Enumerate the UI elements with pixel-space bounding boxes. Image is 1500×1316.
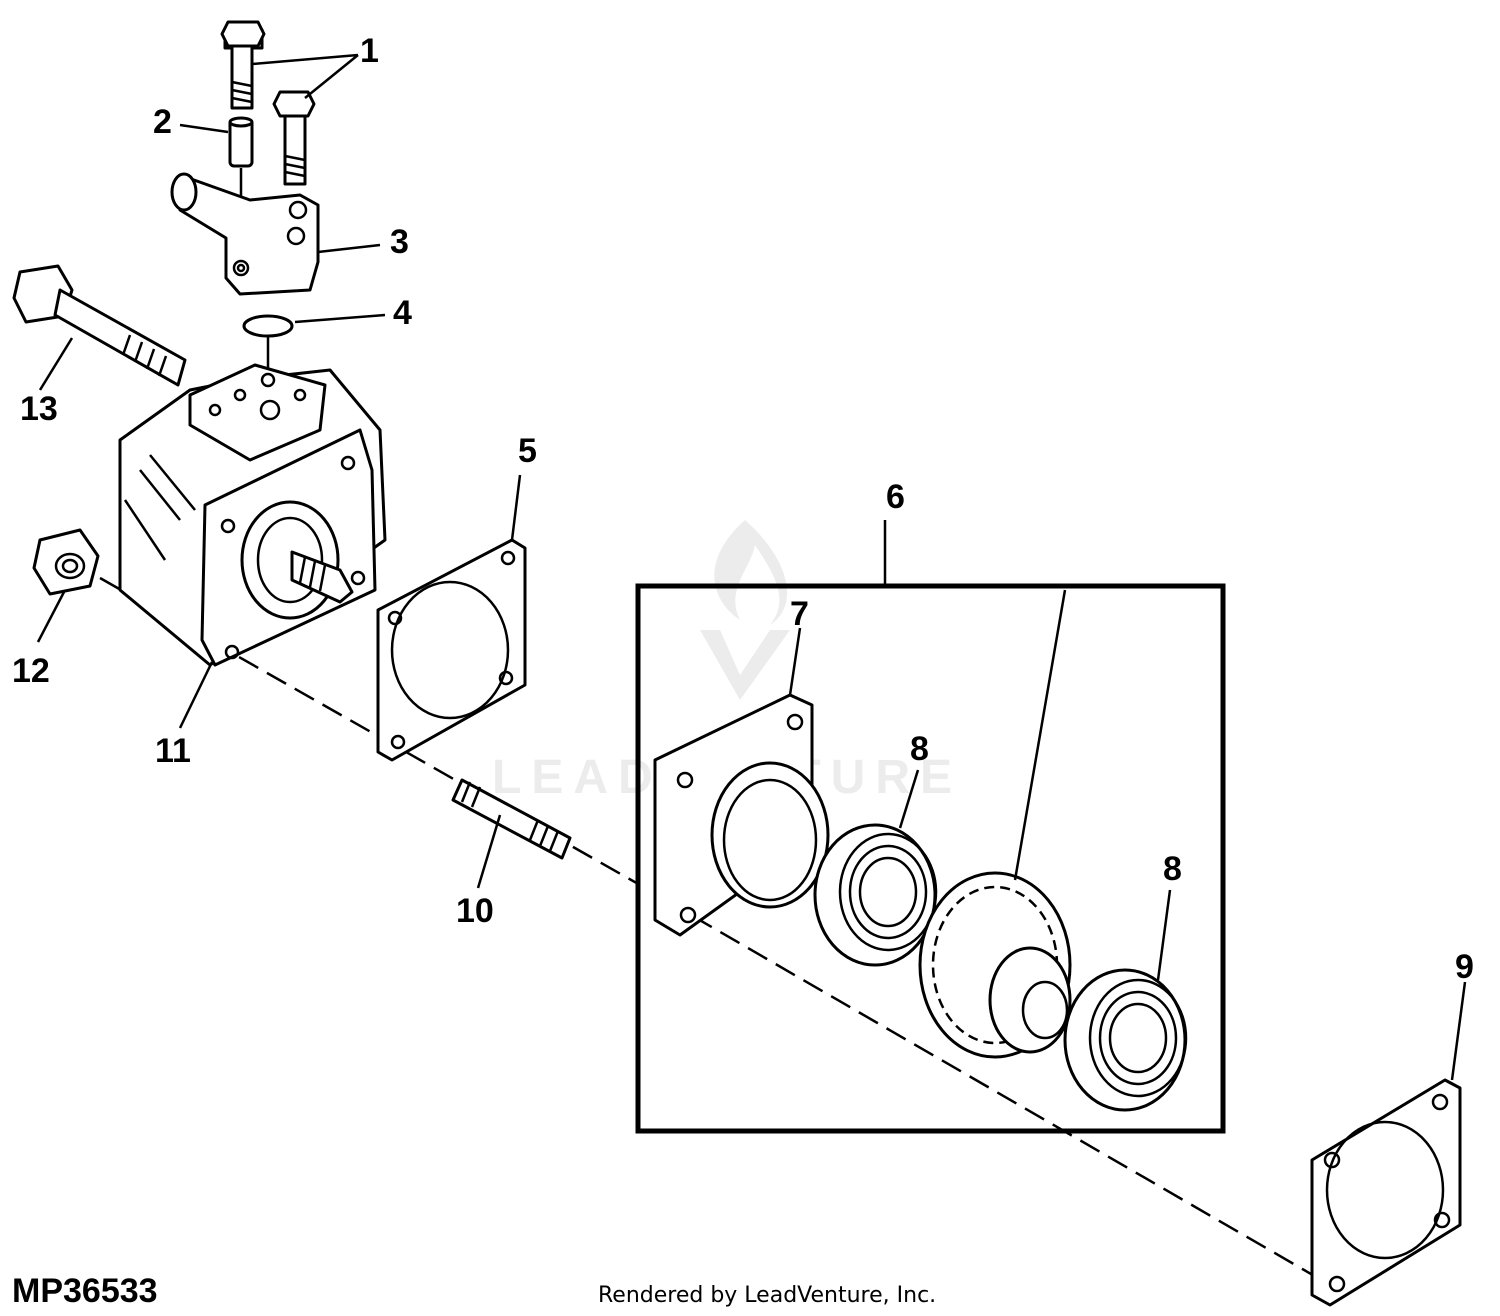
callout-labels: 1 2 3 4 5 6 7 8 8 9 10 11 12 13 bbox=[12, 32, 1474, 986]
fitting-part-3 bbox=[170, 172, 320, 296]
callout-11: 11 bbox=[155, 732, 191, 770]
callout-8a: 8 bbox=[910, 730, 929, 768]
kit-box-part-6 bbox=[635, 583, 1226, 1134]
pump-part-11 bbox=[118, 363, 387, 667]
callout-6: 6 bbox=[886, 478, 905, 516]
callout-7: 7 bbox=[790, 595, 809, 633]
bolt-part-1b bbox=[272, 90, 316, 186]
callout-5: 5 bbox=[518, 432, 537, 470]
callout-13: 13 bbox=[20, 390, 58, 428]
bearing-part-8a bbox=[813, 823, 938, 967]
leader-lines bbox=[36, 53, 1467, 1081]
gasket-part-5 bbox=[376, 538, 527, 762]
bearing-part-8b bbox=[1063, 968, 1188, 1112]
callout-3: 3 bbox=[390, 223, 409, 261]
housing-part-7 bbox=[653, 693, 830, 937]
callout-8b: 8 bbox=[1163, 850, 1182, 888]
drawing-code: MP36533 bbox=[12, 1272, 158, 1310]
callout-1: 1 bbox=[360, 32, 379, 70]
credit-text: Rendered by LeadVenture, Inc. bbox=[598, 1283, 936, 1308]
gasket-part-9 bbox=[1310, 1078, 1462, 1307]
callout-12: 12 bbox=[12, 652, 50, 690]
callout-9: 9 bbox=[1455, 948, 1474, 986]
callout-2: 2 bbox=[153, 103, 172, 141]
bolt-part-13 bbox=[12, 264, 187, 387]
callout-4: 4 bbox=[393, 294, 412, 332]
callout-10: 10 bbox=[456, 892, 494, 930]
bolt-part-1a bbox=[220, 20, 266, 110]
stud-part-10 bbox=[451, 778, 572, 860]
watermark-logo bbox=[700, 520, 790, 700]
gear-part bbox=[918, 871, 1072, 1059]
nut-part-12 bbox=[32, 528, 100, 596]
assembly-centerline bbox=[99, 576, 1331, 1287]
